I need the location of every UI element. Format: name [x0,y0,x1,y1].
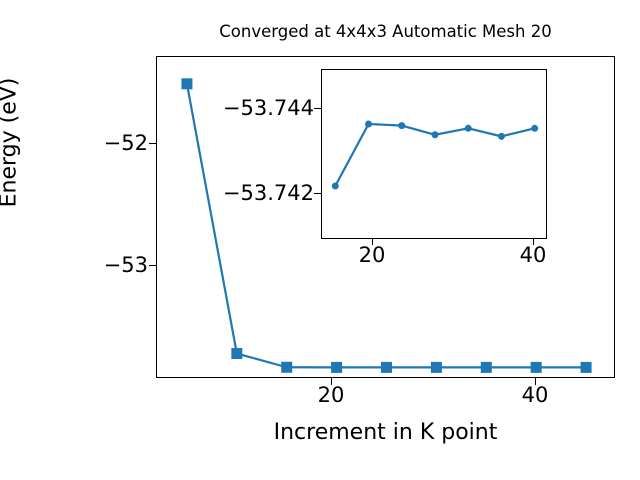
inset-xtick-label-0: 20 [358,243,386,267]
data-point-marker [430,361,442,373]
main-series-svg [181,78,592,373]
inset-series-svg [331,120,539,190]
data-point-marker [365,120,373,128]
data-point-marker [464,124,472,132]
data-point-marker [480,361,492,373]
main-axes-frame [156,56,615,378]
data-point-marker [231,348,243,360]
data-point-marker [181,78,193,90]
main-xtick-mark-0 [330,377,332,385]
inset-xtick-mark-0 [371,238,373,245]
data-point-marker [497,132,505,140]
main-ytick-mark-1 [149,264,157,266]
data-point-marker [331,182,339,190]
inset-ytick-mark-0 [314,107,321,109]
x-axis-label: Increment in K point [273,420,498,445]
main-xtick-label-1: 40 [521,383,549,407]
main-xtick-mark-1 [534,377,536,385]
main-ytick-label-1: −53 [103,253,148,277]
inset-xtick-mark-1 [532,238,534,245]
data-point-marker [331,361,343,373]
chart-title: Converged at 4x4x3 Automatic Mesh 20 [219,22,552,41]
data-point-marker [530,361,542,373]
data-point-marker [381,361,392,373]
inset-axes-frame [321,69,547,239]
data-point-marker [580,361,592,373]
y-axis-label: Energy (eV) [0,77,22,208]
main-ytick-mark-0 [149,142,157,144]
main-xtick-label-0: 20 [317,383,345,407]
inset-ytick-label-1: −53.742 [222,181,314,205]
inset-xtick-label-1: 40 [519,243,547,267]
data-point-marker [281,361,293,373]
data-point-marker [531,124,539,132]
data-point-marker [431,131,439,139]
inset-ytick-label-0: −53.744 [222,96,314,120]
main-ytick-label-0: −52 [103,131,148,155]
data-point-marker [398,122,406,130]
inset-ytick-mark-1 [314,192,321,194]
